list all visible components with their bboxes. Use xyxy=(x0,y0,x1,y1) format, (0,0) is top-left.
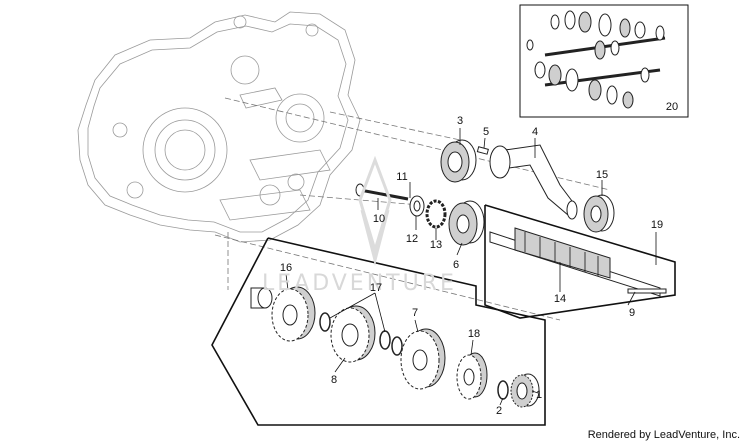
callout-10: 10 xyxy=(373,213,385,225)
credit-text: Rendered by LeadVenture, Inc. xyxy=(588,429,740,441)
callout-14: 14 xyxy=(554,293,566,305)
callout-7: 7 xyxy=(412,307,418,319)
inset-gear-set-20 xyxy=(519,4,689,118)
part-bushing xyxy=(250,287,273,309)
callout-9: 9 xyxy=(629,307,635,319)
part-13-ring xyxy=(425,199,447,229)
part-4-pipe xyxy=(489,144,578,220)
part-18-gear xyxy=(456,352,488,400)
callout-12: 12 xyxy=(406,233,418,245)
callout-19: 19 xyxy=(651,219,663,231)
watermark: LEADVENTURE xyxy=(262,155,457,296)
crankcase-housing xyxy=(77,11,361,243)
part-8-gear xyxy=(330,305,376,363)
part-14-shaft xyxy=(489,227,661,297)
group-19-outline xyxy=(484,204,676,319)
part-12-washer xyxy=(409,195,425,217)
callout-15: 15 xyxy=(596,169,608,181)
part-2-circlip xyxy=(497,380,509,400)
callout-16: 16 xyxy=(280,262,292,274)
callout-labels: 1 2 3 4 5 6 7 8 9 10 11 12 13 14 15 16 1… xyxy=(280,101,678,417)
group-17-outline xyxy=(211,237,546,426)
part-circlip-a xyxy=(319,312,331,332)
callout-20: 20 xyxy=(666,101,678,113)
leader-lines xyxy=(285,128,657,406)
part-3-bearing xyxy=(440,139,477,183)
watermark-logo-icon xyxy=(358,155,392,266)
callout-2: 2 xyxy=(496,405,502,417)
part-9-pin xyxy=(627,288,667,294)
callout-8: 8 xyxy=(331,374,337,386)
callout-5: 5 xyxy=(483,126,489,138)
callout-18: 18 xyxy=(468,328,480,340)
part-17-circlips xyxy=(379,330,403,356)
callout-3: 3 xyxy=(457,115,463,127)
callout-6: 6 xyxy=(453,259,459,271)
part-16-gear xyxy=(271,286,316,342)
part-15-bearing xyxy=(583,194,615,233)
watermark-text: LEADVENTURE xyxy=(262,271,457,296)
part-7-gear xyxy=(400,328,446,390)
part-1-needle-bearing xyxy=(510,373,540,408)
callout-4: 4 xyxy=(532,126,538,138)
callout-1: 1 xyxy=(536,389,542,401)
part-5-pin xyxy=(476,146,489,155)
callout-13: 13 xyxy=(430,239,442,251)
part-6-bearing xyxy=(448,200,485,246)
callout-17: 17 xyxy=(370,282,382,294)
callout-11: 11 xyxy=(396,171,407,183)
